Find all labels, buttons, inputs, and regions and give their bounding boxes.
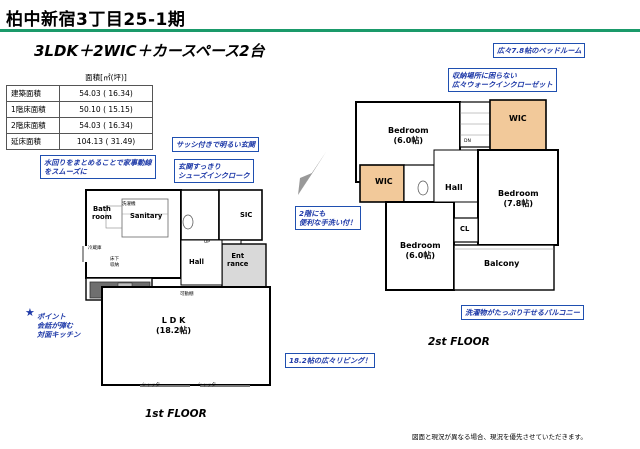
movable-shelf-label: 可動棚	[180, 292, 194, 297]
fridge-label: 冷蔵庫	[88, 246, 102, 251]
stair-2f	[459, 101, 491, 148]
balcony-note: 洗濯物がたっぷり干せるバルコニー	[461, 305, 584, 320]
closet-cl	[453, 217, 479, 243]
up-label: UP	[204, 240, 211, 245]
ldk-label: L D K (18.2帖)	[156, 316, 192, 335]
hall-area	[180, 239, 223, 286]
bedroom-7-8	[477, 149, 559, 246]
first-floor-label: 1st FLOOR	[145, 408, 207, 420]
washer-label: 洗濯機	[122, 202, 136, 207]
entrance-note: サッシ付きで明るい玄関	[172, 137, 260, 152]
shutter-label-left: シャッター	[142, 383, 165, 388]
bedroom-lower-label: Bedroom (6.0帖)	[400, 241, 441, 260]
table-row: 延床面積 104.13 ( 31.49)	[6, 133, 153, 150]
page-title: 柏中新宿3丁目25-1期	[6, 10, 186, 30]
bathroom-label: Bath room	[92, 205, 112, 221]
closet-label: CL	[460, 225, 470, 233]
toilet-bowl	[182, 214, 194, 230]
area-table-header-row: 面積[㎡(坪)]	[6, 70, 153, 86]
sic-room	[218, 189, 263, 241]
hall-2f	[433, 149, 479, 203]
balcony-label: Balcony	[484, 259, 520, 268]
bathtub	[105, 205, 123, 229]
hall-2f-label: Hall	[445, 183, 463, 192]
wic-left-label: WIC	[375, 177, 393, 186]
bedroom-note: 広々7.8帖のベッドルーム	[493, 43, 586, 58]
shutter-label-right: シャッター	[198, 383, 221, 388]
plan-subtitle: 3LDK＋2WIC＋カースペース2台	[34, 42, 265, 60]
down-label: DN	[464, 139, 471, 144]
underfloor-storage-label: 床下 収納	[110, 257, 119, 268]
bedroom-upper-label: Bedroom (6.0帖)	[388, 126, 429, 145]
sic-label: SIC	[240, 211, 253, 219]
balcony-area	[453, 244, 555, 291]
wic-right-label: WIC	[509, 114, 527, 123]
bedroom-large-label: Bedroom (7.8帖)	[498, 189, 539, 208]
table-row: 1階床面積 50.10 ( 15.15)	[6, 101, 153, 118]
point-note: ポイント 会話が弾む 対面キッチン	[37, 312, 81, 339]
entrance-floor	[221, 243, 267, 289]
entrance-label: Ent rance	[227, 252, 249, 268]
compass-needle	[298, 152, 326, 195]
sanitary-label: Sanitary	[130, 212, 163, 220]
second-floor-label: 2st FLOOR	[428, 336, 490, 348]
bedroom-6-lower	[385, 201, 455, 291]
table-row: 2階床面積 54.03 ( 16.34)	[6, 117, 153, 134]
water-area-note: 水回りをまとめることで家事動線 をスムーズに	[40, 155, 156, 179]
wic-right-room	[489, 99, 547, 151]
washbasin-note: 2階にも 便利な手洗い付！	[295, 206, 361, 230]
table-row: 建築面積 54.03 ( 16.34)	[6, 85, 153, 102]
living-note: 18.2帖の広々リビング！	[285, 353, 376, 368]
disclaimer: 図面と現況が異なる場合、現況を優先させていただきます。	[412, 433, 587, 441]
hall-label: Hall	[189, 258, 204, 266]
sanitary-basin	[121, 198, 169, 238]
ldk-room	[101, 286, 271, 386]
shoes-closet-note: 玄関すっきり シューズインクローク	[174, 159, 254, 183]
area-value: 104.13 ( 31.49)	[59, 133, 153, 150]
title-underline	[0, 29, 640, 32]
wic-note: 収納場所に困らない 広々ウォークインクローゼット	[448, 68, 557, 92]
star-icon: ★	[25, 306, 35, 319]
area-table: 面積[㎡(坪)] 建築面積 54.03 ( 16.34) 1階床面積 50.10…	[6, 70, 153, 150]
